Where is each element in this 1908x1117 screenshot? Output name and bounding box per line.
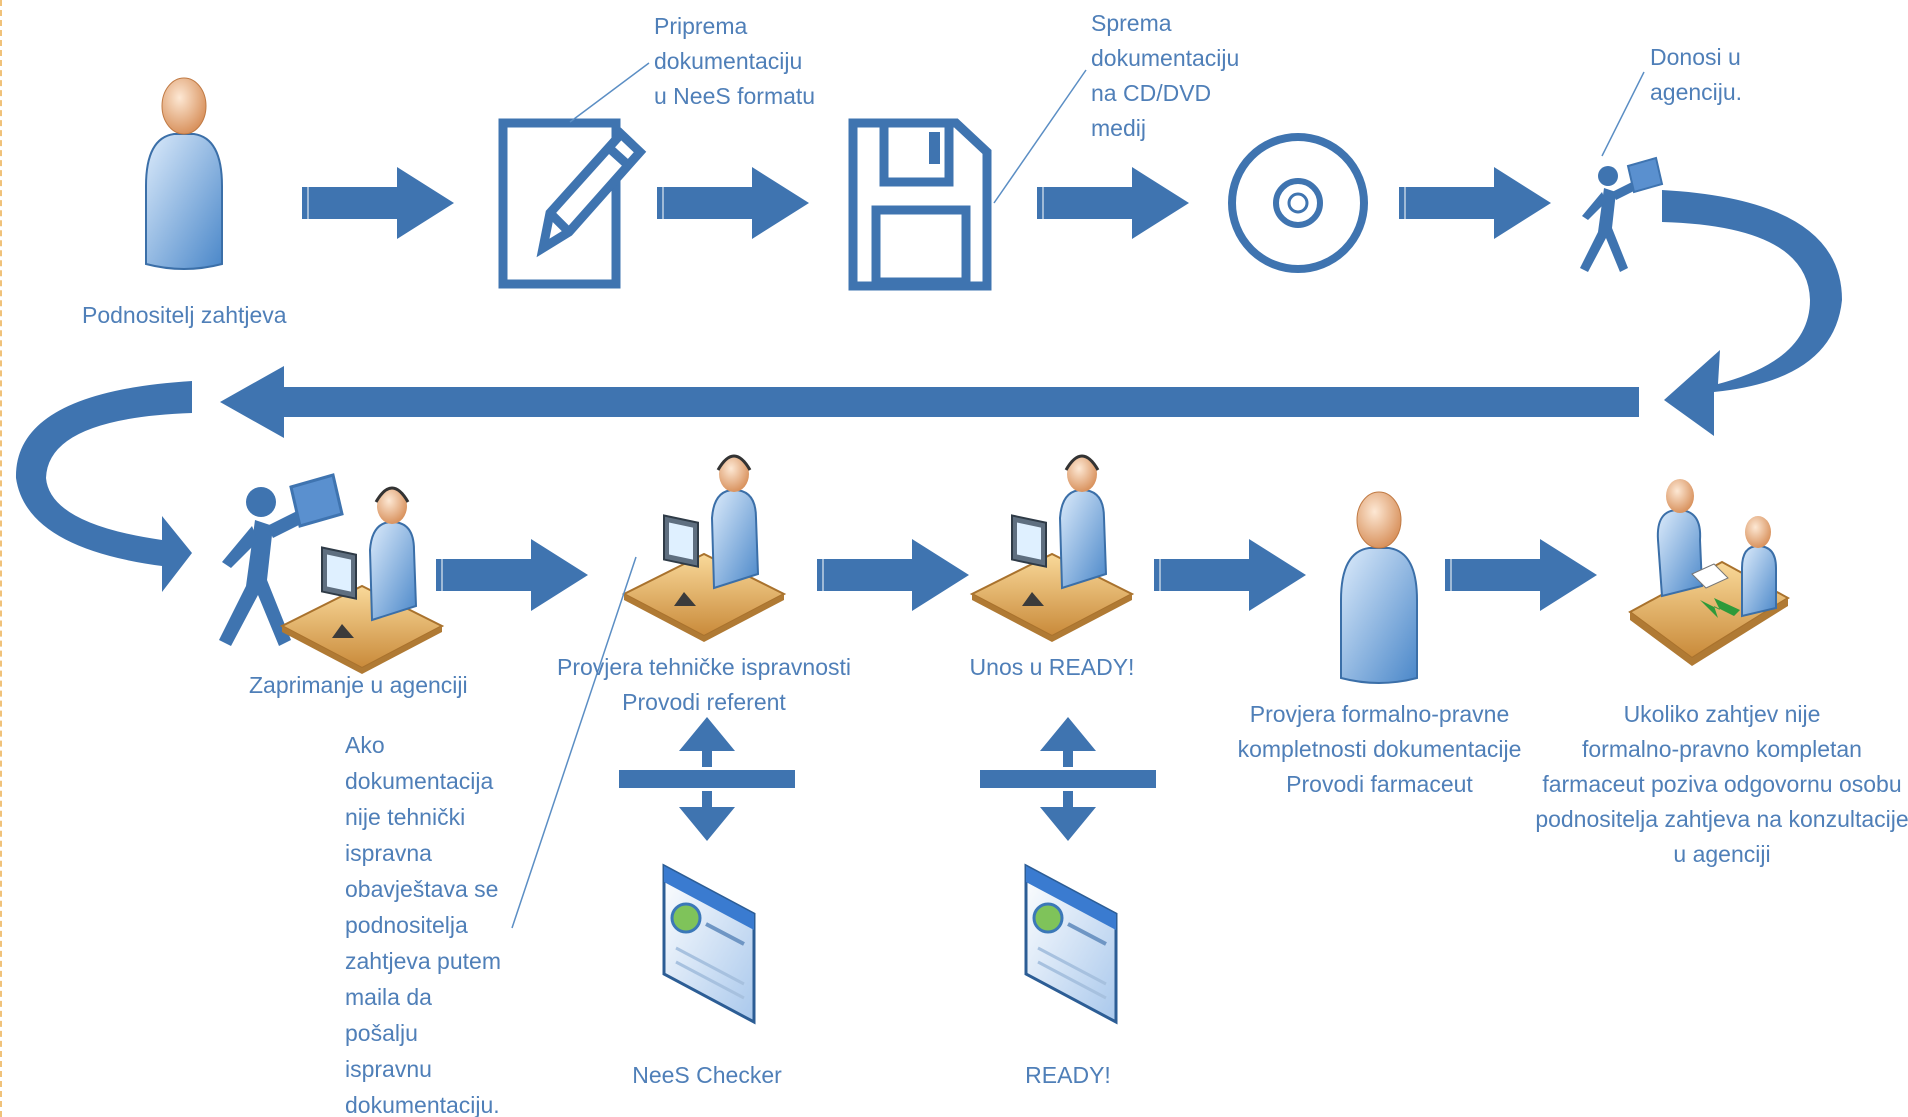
ready-entry-label: Unos u READY!	[969, 654, 1135, 680]
meeting-icon	[1628, 479, 1790, 666]
courier-icon	[1579, 157, 1663, 273]
save-note: Sprema dokumentaciju na CD/DVD medij	[1091, 10, 1240, 141]
curve-right-arrow	[1662, 190, 1842, 436]
callout-line-deliver	[1601, 71, 1645, 157]
operator-desk-icon-1	[622, 454, 786, 644]
arrow-1	[301, 166, 455, 240]
formal-check-label: Provjera formalno-pravne kompletnosti do…	[1237, 701, 1522, 797]
ready-tool-label: READY!	[1025, 1062, 1111, 1088]
callout-line-save	[993, 69, 1087, 204]
courier-with-desk-icon	[217, 473, 444, 676]
callout-line-invalid	[511, 556, 637, 929]
invalid-docs-note: Ako dokumentacija nije tehnički ispravna…	[345, 732, 501, 1117]
prepare-note: Priprema dokumentaciju u NeeS formatu	[654, 13, 816, 109]
pharmacist-person-icon	[1340, 491, 1418, 684]
applicant-label: Podnositelj zahtjeva	[82, 302, 287, 328]
web-window-icon-nees	[662, 864, 756, 1024]
tech-check-label: Provjera tehničke ispravnosti Provodi re…	[556, 654, 852, 715]
exchange-icon-2	[980, 717, 1156, 841]
arrow-6	[816, 538, 970, 612]
arrow-5	[435, 538, 589, 612]
consult-label: Ukoliko zahtjev nije formalno-pravno kom…	[1535, 701, 1908, 867]
exchange-icon-1	[619, 717, 795, 841]
deliver-note: Donosi u agenciju.	[1650, 44, 1743, 105]
nees-checker-label: NeeS Checker	[632, 1062, 782, 1088]
curve-left-arrow	[15, 381, 192, 592]
callout-line-prepare	[569, 62, 650, 123]
web-window-icon-ready	[1024, 864, 1118, 1024]
arrow-3	[1036, 166, 1190, 240]
receipt-label: Zaprimanje u agenciji	[249, 672, 468, 698]
applicant-person-icon	[145, 77, 223, 270]
arrow-2	[656, 166, 810, 240]
return-arrow	[220, 366, 1639, 438]
operator-desk-icon-2	[970, 454, 1134, 644]
edit-document-icon	[498, 118, 647, 289]
arrow-8	[1444, 538, 1598, 612]
floppy-disk-icon	[848, 118, 992, 291]
cd-icon	[1228, 133, 1368, 273]
arrow-7	[1153, 538, 1307, 612]
arrow-4	[1398, 166, 1552, 240]
